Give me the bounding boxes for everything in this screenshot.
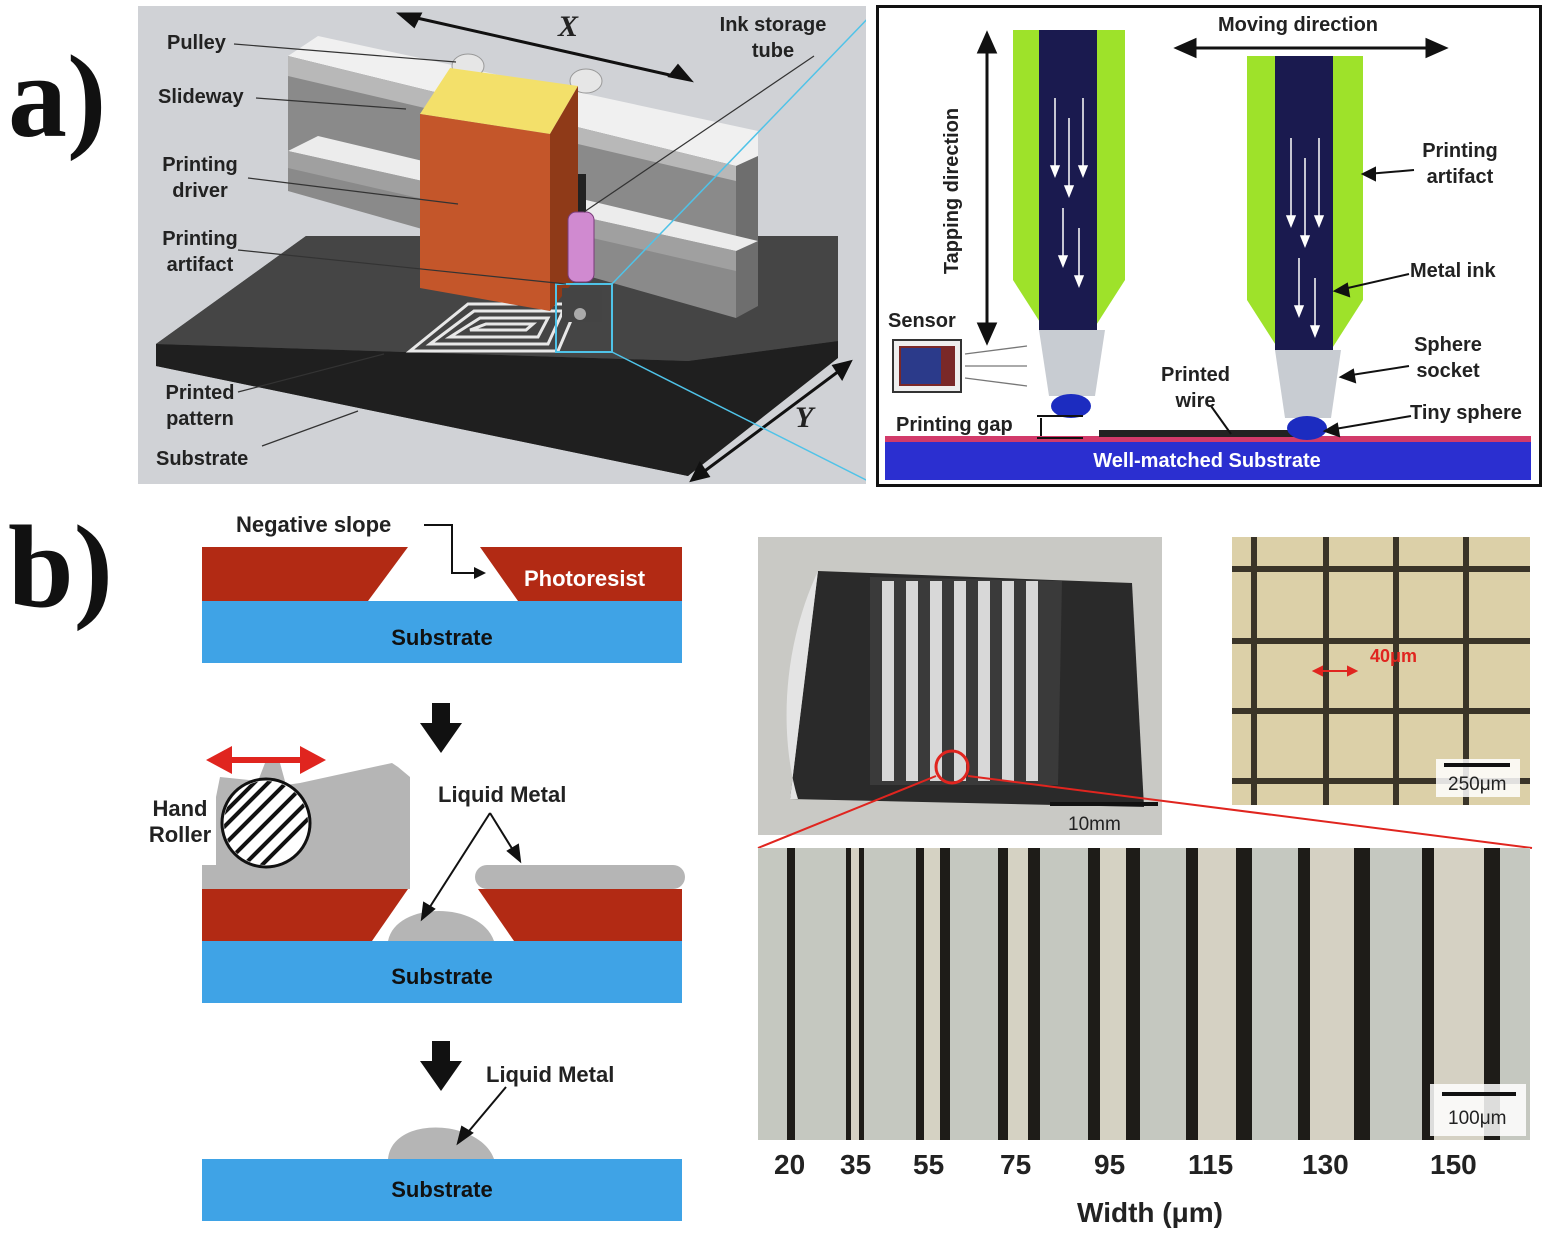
width-tick: 20 [774, 1149, 806, 1180]
step-2 [202, 746, 685, 1003]
y-axis-arrow [689, 359, 853, 483]
width-tick: 35 [840, 1149, 872, 1180]
grid-micrograph [1232, 537, 1530, 805]
machine-illustration [138, 6, 875, 485]
printing-artifact-detail-label: Printing artifact [1422, 140, 1498, 188]
substrate-label: Substrate [156, 448, 249, 470]
width-tick: 75 [1000, 1149, 1032, 1180]
process-arrow-1 [420, 703, 462, 753]
tapping-direction-label: Tapping direction [941, 107, 963, 275]
substrate-detail-label: Well-matched Substrate [1093, 450, 1321, 472]
line-width-micrograph [758, 848, 1530, 1140]
sensor [892, 339, 1028, 393]
metal-ink-label: Metal ink [1410, 260, 1496, 282]
roller-arrow [206, 746, 326, 774]
zoom-circle [934, 749, 970, 785]
pulley-label: Pulley [167, 32, 226, 54]
negative-slope-label: Negative slope [236, 512, 392, 537]
substrate-step1-label: Substrate [391, 625, 493, 650]
width-tick: 95 [1094, 1149, 1126, 1180]
liquid-metal-label-2: Liquid Metal [486, 1062, 615, 1087]
panel-b-letter: b) [8, 501, 113, 632]
sample-photo [758, 537, 1162, 835]
width-axis-label: Width (μm) [1077, 1197, 1223, 1228]
sphere-socket-label: Sphere socket [1414, 334, 1482, 382]
printed-pattern-label: Printed pattern [165, 382, 235, 430]
width-tick: 55 [913, 1149, 945, 1180]
liquid-metal-label-1: Liquid Metal [438, 782, 567, 807]
panel-a-letter: a) [8, 31, 107, 162]
step-1 [202, 524, 682, 663]
photoresist-label: Photoresist [524, 566, 646, 591]
zoom-lines [757, 775, 1533, 849]
ink-storage-tube-label: Ink storage tube [719, 14, 827, 62]
dim-40um-label: 40μm [1370, 646, 1418, 666]
slideway-label: Slideway [158, 86, 244, 108]
moving-arrow [1173, 37, 1449, 59]
printing-artifact-label: Printing artifact [162, 228, 238, 276]
printed-wire [1099, 430, 1319, 437]
printing-gap-label: Printing gap [896, 414, 1013, 436]
width-tick: 130 [1302, 1149, 1349, 1180]
width-tick: 150 [1430, 1149, 1477, 1180]
zoom-box [555, 283, 613, 353]
moving-direction-label: Moving direction [1218, 14, 1378, 36]
fabrication-process [202, 524, 685, 1221]
x-axis-label: X [558, 10, 579, 43]
printing-driver-block [420, 68, 578, 311]
printing-artifact-left [1013, 30, 1125, 418]
print-head-detail [876, 5, 1542, 487]
step-3 [202, 1086, 682, 1221]
substrate-step2-label: Substrate [391, 964, 493, 989]
printing-driver-label: Printing driver [162, 154, 238, 202]
tapping-arrow [976, 30, 998, 346]
tiny-sphere-label: Tiny sphere [1410, 402, 1522, 424]
substrate-step3-label: Substrate [391, 1177, 493, 1202]
hand-roller-label: Hand Roller [148, 796, 212, 847]
scale-250um-label: 250μm [1448, 774, 1507, 795]
x-axis-arrow [395, 12, 694, 83]
sensor-label: Sensor [888, 310, 956, 332]
scale-10mm-label: 10mm [1068, 814, 1121, 835]
ink-storage-tube [578, 174, 586, 214]
width-tick: 115 [1188, 1149, 1234, 1180]
scale-100um-label: 100μm [1448, 1108, 1507, 1129]
y-axis-label: Y [795, 401, 814, 434]
well-matched-substrate [885, 440, 1531, 480]
printed-wire-label: Printed wire [1161, 364, 1230, 412]
process-arrow-2 [420, 1041, 462, 1091]
